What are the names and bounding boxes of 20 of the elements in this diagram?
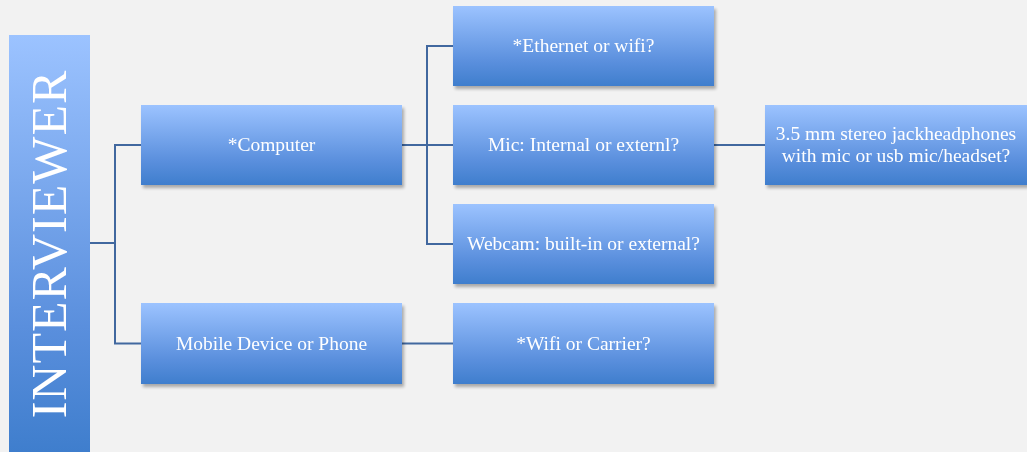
connector-line <box>89 242 142 345</box>
title-text: INTERVIEWER <box>21 69 78 418</box>
box-label: *Wifi or Carrier? <box>516 332 651 355</box>
process-box <box>765 105 1027 185</box>
box-label: *Computer <box>227 134 316 156</box>
process-box <box>141 303 402 384</box>
process-box <box>141 105 402 185</box>
box-label: Webcam: built-in or external? <box>467 233 700 255</box>
box-label: *Ethernet or wifi? <box>512 35 655 57</box>
box-label: Mobile Device or Phone <box>175 332 368 355</box>
title-bar <box>9 35 90 452</box>
process-box <box>453 303 714 384</box>
connector-line <box>401 144 454 245</box>
connector-line <box>401 342 454 345</box>
process-box <box>453 204 714 284</box>
box-label: Mic: Internal or externl? <box>487 134 680 156</box>
connector-line <box>713 144 766 146</box>
box-label: 3.5 mm stereo jackheadphones with mic or usb mic/headset? <box>774 123 1018 167</box>
process-box <box>453 105 714 185</box>
process-box <box>453 6 714 86</box>
